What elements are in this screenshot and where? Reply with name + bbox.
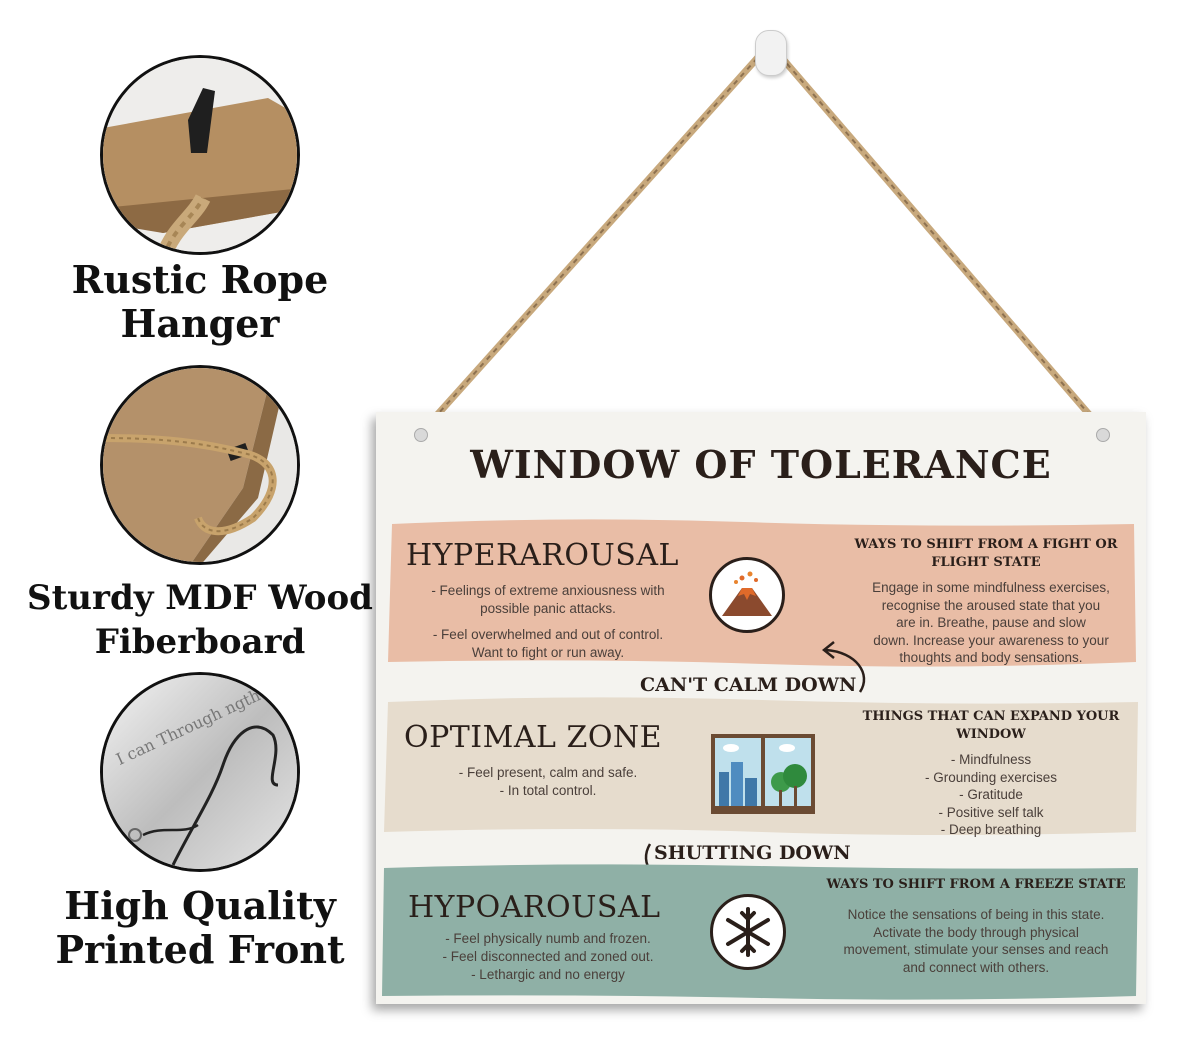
optimal-zone-states: - Feel present, calm and safe. - In tota… bbox=[458, 765, 638, 798]
rope-hole-right bbox=[1096, 428, 1110, 442]
window-icon bbox=[709, 734, 817, 814]
cant-calm-down-label: CAN'T CALM DOWN bbox=[640, 674, 857, 696]
feature-mdf-line2: Fiberboard bbox=[94, 622, 306, 662]
feature-rope-line2: Hanger bbox=[120, 301, 280, 346]
hyperarousal-shift-heading: WAYS TO SHIFT FROM A FIGHT OR FLIGHT STA… bbox=[854, 537, 1118, 570]
feature-print-line2: Printed Front bbox=[55, 927, 345, 972]
snowflake-icon bbox=[710, 894, 786, 970]
volcano-icon bbox=[709, 557, 785, 633]
hyperarousal-shift-text: Engage in some mindfulness exercises, re… bbox=[872, 580, 1110, 665]
rope-hole-left bbox=[414, 428, 428, 442]
rope-hanger-closeup-icon bbox=[100, 55, 300, 255]
shutting-down-label: SHUTTING DOWN bbox=[654, 842, 851, 864]
expand-window-heading: THINGS THAT CAN EXPAND YOUR WINDOW bbox=[862, 709, 1120, 742]
hypoarousal-symptoms: - Feel physically numb and frozen. - Fee… bbox=[442, 931, 654, 982]
hyperarousal-symptoms: - Feelings of extreme anxiousness with p… bbox=[431, 583, 665, 660]
hyperarousal-title: HYPERAROUSAL bbox=[406, 538, 679, 573]
wall-hook-icon bbox=[755, 30, 787, 76]
printed-front-closeup-icon: I can Through ngthe bbox=[100, 672, 300, 872]
sign-title: WINDOW OF TOLERANCE bbox=[470, 442, 1052, 487]
optimal-zone-title: OPTIMAL ZONE bbox=[404, 720, 663, 755]
feature-mdf-line1: Sturdy MDF Wood bbox=[27, 578, 373, 618]
freeze-shift-heading: WAYS TO SHIFT FROM A FREEZE STATE bbox=[826, 877, 1126, 892]
feature-rope-line1: Rustic Rope bbox=[71, 257, 329, 302]
window-of-tolerance-sign: WINDOW OF TOLERANCE HYPERAROUSAL - Feeli… bbox=[376, 412, 1146, 1004]
expand-window-list: - Mindfulness - Grounding exercises - Gr… bbox=[924, 752, 1058, 837]
freeze-shift-text: Notice the sensations of being in this s… bbox=[843, 907, 1109, 975]
mdf-board-closeup-icon bbox=[100, 365, 300, 565]
feature-print-line1: High Quality bbox=[64, 883, 336, 928]
curved-arrow-up-icon bbox=[821, 641, 866, 693]
hypoarousal-title: HYPOAROUSAL bbox=[408, 890, 661, 925]
